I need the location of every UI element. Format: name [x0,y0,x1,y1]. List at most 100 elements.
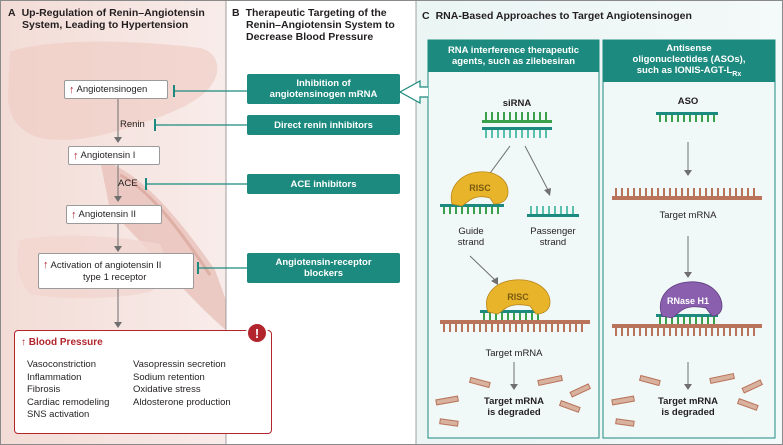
box-angiotensin-1: ↑Angiotensin I [68,146,160,165]
box1-line2: angiotensinogen mRNA [269,89,378,100]
label-ace: ACE [118,178,138,189]
c-right-header-sub: Rx [732,70,742,78]
bp-item: Cardiac remodeling [27,396,110,408]
guide-line2: strand [457,237,485,248]
panel-a-title: A Up-Regulation of Renin–Angiotensin Syst… [8,7,223,31]
label-risc-bottom: RISC [507,292,529,302]
arrowhead-degraded-right [684,384,692,390]
box4-line1: Angiotensin-receptor [275,257,372,268]
panel-c-to-b-arrow [398,79,428,105]
box-angiotensinogen: ↑Angiotensinogen [64,80,168,99]
label-at1-line2: type 1 receptor [83,271,147,283]
box4-line2: blockers [303,268,344,279]
vessel-line [119,173,212,276]
arrowhead-aso [684,170,692,176]
label-passenger-strand: Passenger strand [522,226,584,248]
box3-label: ACE inhibitors [290,178,357,190]
c-left-header-bg [428,40,599,72]
label-guide-strand: Guide strand [446,226,496,248]
arrowhead-passenger [544,188,551,196]
box2-label: Direct renin inhibitors [274,119,373,131]
up-arrow-icon: ↑ [69,83,75,96]
bp-item: Vasoconstriction [27,359,96,370]
label-aso: ASO [677,96,699,107]
c-right-header-bg [603,40,775,82]
bp-list-col1: Vasoconstriction Inflammation Fibrosis C… [27,359,137,422]
arrowhead-ang2 [114,196,122,202]
panel-b-title-line2: Renin–Angiotensin System to [246,19,395,31]
c-right-header: Antisense oligonucleotides (ASOs), such … [603,40,775,82]
arrow-guide-to-mrna [469,255,496,281]
rnase-on-mrna [612,281,762,336]
degraded-left-line2: is degraded [487,407,541,418]
box-direct-renin-inhibitors: Direct renin inhibitors [247,115,400,135]
c-right-header-line1: Antisense [666,42,712,54]
bp-item: Sodium retention [133,371,205,383]
bp-title-text: Blood Pressure [28,337,103,348]
label-degraded-left: Target mRNA is degraded [474,396,554,418]
degraded-fragments-left [435,374,591,427]
label-degraded-right: Target mRNA is degraded [648,396,728,418]
panel-a-letter: A [8,7,16,19]
box-at1-activation: ↑Activation of angiotensin II type 1 rec… [38,253,194,289]
arrowhead-rnase [684,272,692,278]
arrowhead-at1 [114,246,122,252]
c-right-header-line3: such as IONIS-AGT-L [636,64,733,76]
label-risc-top: RISC [469,183,491,193]
panel-c-title-text: RNA-Based Approaches to Target Angiotens… [435,10,692,22]
label-target-mrna-left: Target mRNA [485,348,543,359]
label-at1-line1: Activation of angiotensin II [50,259,162,271]
bp-item: Inflammation [27,371,82,383]
box1-line1: Inhibition of [296,78,351,89]
aso-strand [656,112,718,122]
risc-complex-top [440,171,509,214]
label-rnase: RNase H1 [666,296,710,306]
blood-vessel-shape [100,160,226,330]
bp-item: Fibrosis [27,384,61,395]
bp-list-col2: Vasopressin secretion Sodium retention O… [133,359,269,409]
c-left-subpanel [427,39,600,439]
box-angiotensin-2: ↑Angiotensin II [66,205,162,224]
panel-c-letter: C [422,10,430,22]
panel-a-title-line2: System, Leading to Hypertension [22,19,189,31]
passenger-line1: Passenger [530,226,576,237]
panel-b-letter: B [232,7,240,19]
arrowhead-degraded-left [510,384,518,390]
arrowhead-guide [491,277,498,285]
arrow-sirna-to-passenger [524,145,549,191]
label-angiotensin-2: Angiotensin II [78,209,137,220]
panel-a-title-line1: Up-Regulation of Renin–Angiotensin [21,7,205,19]
label-renin: Renin [120,119,145,130]
risc-on-mrna [440,279,590,332]
up-arrow-icon: ↑ [43,258,49,271]
box-inhibit-agt-mrna: Inhibition of angiotensinogen mRNA [247,74,400,104]
passenger-line2: strand [539,237,567,248]
degraded-fragments-right [611,372,763,427]
up-arrow-icon: ↑ [73,149,79,162]
sirna-duplex [482,112,552,138]
bp-title: ↑ Blood Pressure [21,337,103,348]
passenger-strand [527,206,579,217]
c-right-subpanel [602,39,776,439]
c-left-header-line1: RNA interference therapeutic [447,45,580,56]
guide-line1: Guide [458,226,484,237]
bp-item: Aldosterone production [133,396,231,408]
bp-item: Vasopressin secretion [133,359,226,370]
c-left-header-line2: agents, such as zilebesiran [451,56,576,67]
label-sirna: siRNA [502,98,532,109]
c-right-header-line2: oligonucleotides (ASOs), [632,53,746,65]
up-arrow-icon: ↑ [21,337,26,348]
degraded-right-line1: Target mRNA [658,396,718,407]
c-left-header: RNA interference therapeutic agents, suc… [428,40,599,72]
box-ace-inhibitors: ACE inhibitors [247,174,400,194]
alert-icon: ! [246,322,268,344]
bp-item: SNS activation [27,409,90,420]
degraded-left-line1: Target mRNA [484,396,544,407]
up-arrow-icon: ↑ [71,208,77,221]
blood-pressure-box: ↑ Blood Pressure Vasoconstriction Inflam… [14,330,272,434]
target-mrna-right [612,188,762,200]
arrowhead-ang1 [114,137,122,143]
alert-icon-glyph: ! [254,325,260,341]
